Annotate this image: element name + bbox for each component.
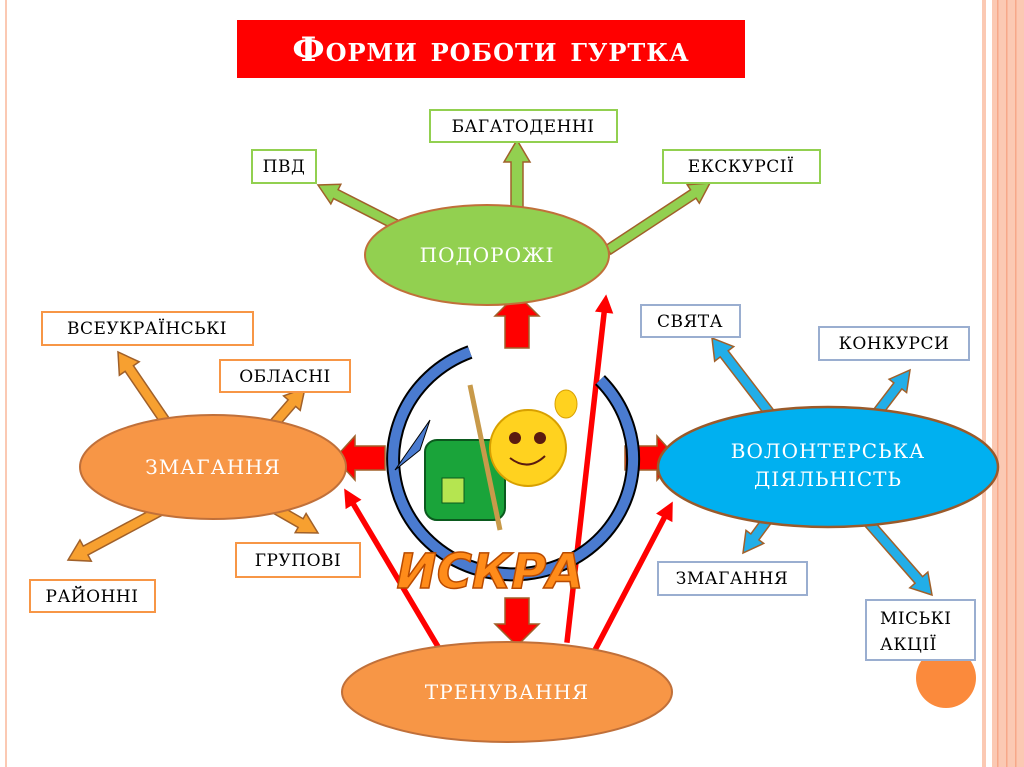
svg-text:ВОЛОНТЕРСЬКА: ВОЛОНТЕРСЬКА <box>731 439 925 463</box>
svg-text:КОНКУРСИ: КОНКУРСИ <box>839 334 950 354</box>
svg-text:ВСЕУКРАЇНСЬКІ: ВСЕУКРАЇНСЬКІ <box>67 318 227 339</box>
svg-text:РАЙОННІ: РАЙОННІ <box>46 586 139 607</box>
node-volunteer: ВОЛОНТЕРСЬКА ДІЯЛЬНІСТЬ <box>656 405 1000 529</box>
arrow-training-to-volunteer <box>592 501 673 652</box>
svg-text:ТРЕНУВАННЯ: ТРЕНУВАННЯ <box>425 680 589 704</box>
iskra-logo: ИСКРА <box>386 345 641 601</box>
box-pvd: ПВД <box>251 149 317 184</box>
right-border-stripes <box>982 0 1024 767</box>
box-city-actions: МІСЬКІ АКЦІЇ <box>865 599 976 661</box>
node-competitions: ЗМАГАННЯ <box>79 414 347 520</box>
arrow-down-training <box>493 597 541 648</box>
svg-text:ЕКСКУРСІЇ: ЕКСКУРСІЇ <box>688 156 794 177</box>
stick-icon <box>467 384 503 531</box>
svg-text:ГРУПОВІ: ГРУПОВІ <box>255 551 341 571</box>
arrow-to-district <box>66 502 169 562</box>
logo-text: ИСКРА <box>397 544 584 600</box>
box-multiday: БАГАТОДЕННІ <box>429 109 618 143</box>
box-holidays: СВЯТА <box>640 304 741 338</box>
box-group: ГРУПОВІ <box>235 542 361 578</box>
svg-text:ПВД: ПВД <box>263 157 306 177</box>
decorative-circle <box>916 648 976 708</box>
box-excursions: ЕКСКУРСІЇ <box>662 149 821 184</box>
svg-text:АКЦІЇ: АКЦІЇ <box>880 634 937 655</box>
box-contests: КОНКУРСИ <box>818 326 970 361</box>
box-district: РАЙОННІ <box>29 579 156 613</box>
svg-text:БАГАТОДЕННІ: БАГАТОДЕННІ <box>452 117 595 137</box>
box-national: ВСЕУКРАЇНСЬКІ <box>41 311 254 346</box>
svg-text:ЗМАГАННЯ: ЗМАГАННЯ <box>145 455 281 479</box>
svg-text:ЗМАГАННЯ: ЗМАГАННЯ <box>676 569 788 589</box>
node-training: ТРЕНУВАННЯ <box>341 641 673 743</box>
arrow-training-to-competitions <box>344 488 443 653</box>
svg-text:МІСЬКІ: МІСЬКІ <box>880 609 951 629</box>
box-volunteer-competitions: ЗМАГАННЯ <box>657 561 808 596</box>
title-box <box>237 20 745 78</box>
svg-text:ДІЯЛЬНІСТЬ: ДІЯЛЬНІСТЬ <box>754 467 902 491</box>
box-regional: ОБЛАСНІ <box>219 359 351 393</box>
svg-text:СВЯТА: СВЯТА <box>657 312 723 332</box>
smiley-icon <box>489 409 567 487</box>
node-travel: ПОДОРОЖІ <box>364 204 610 306</box>
arrow-to-excursions <box>604 182 712 256</box>
svg-text:ОБЛАСНІ: ОБЛАСНІ <box>239 367 331 387</box>
svg-text:ПОДОРОЖІ: ПОДОРОЖІ <box>420 243 555 267</box>
page-title: Форми роботи гуртка <box>292 30 689 70</box>
